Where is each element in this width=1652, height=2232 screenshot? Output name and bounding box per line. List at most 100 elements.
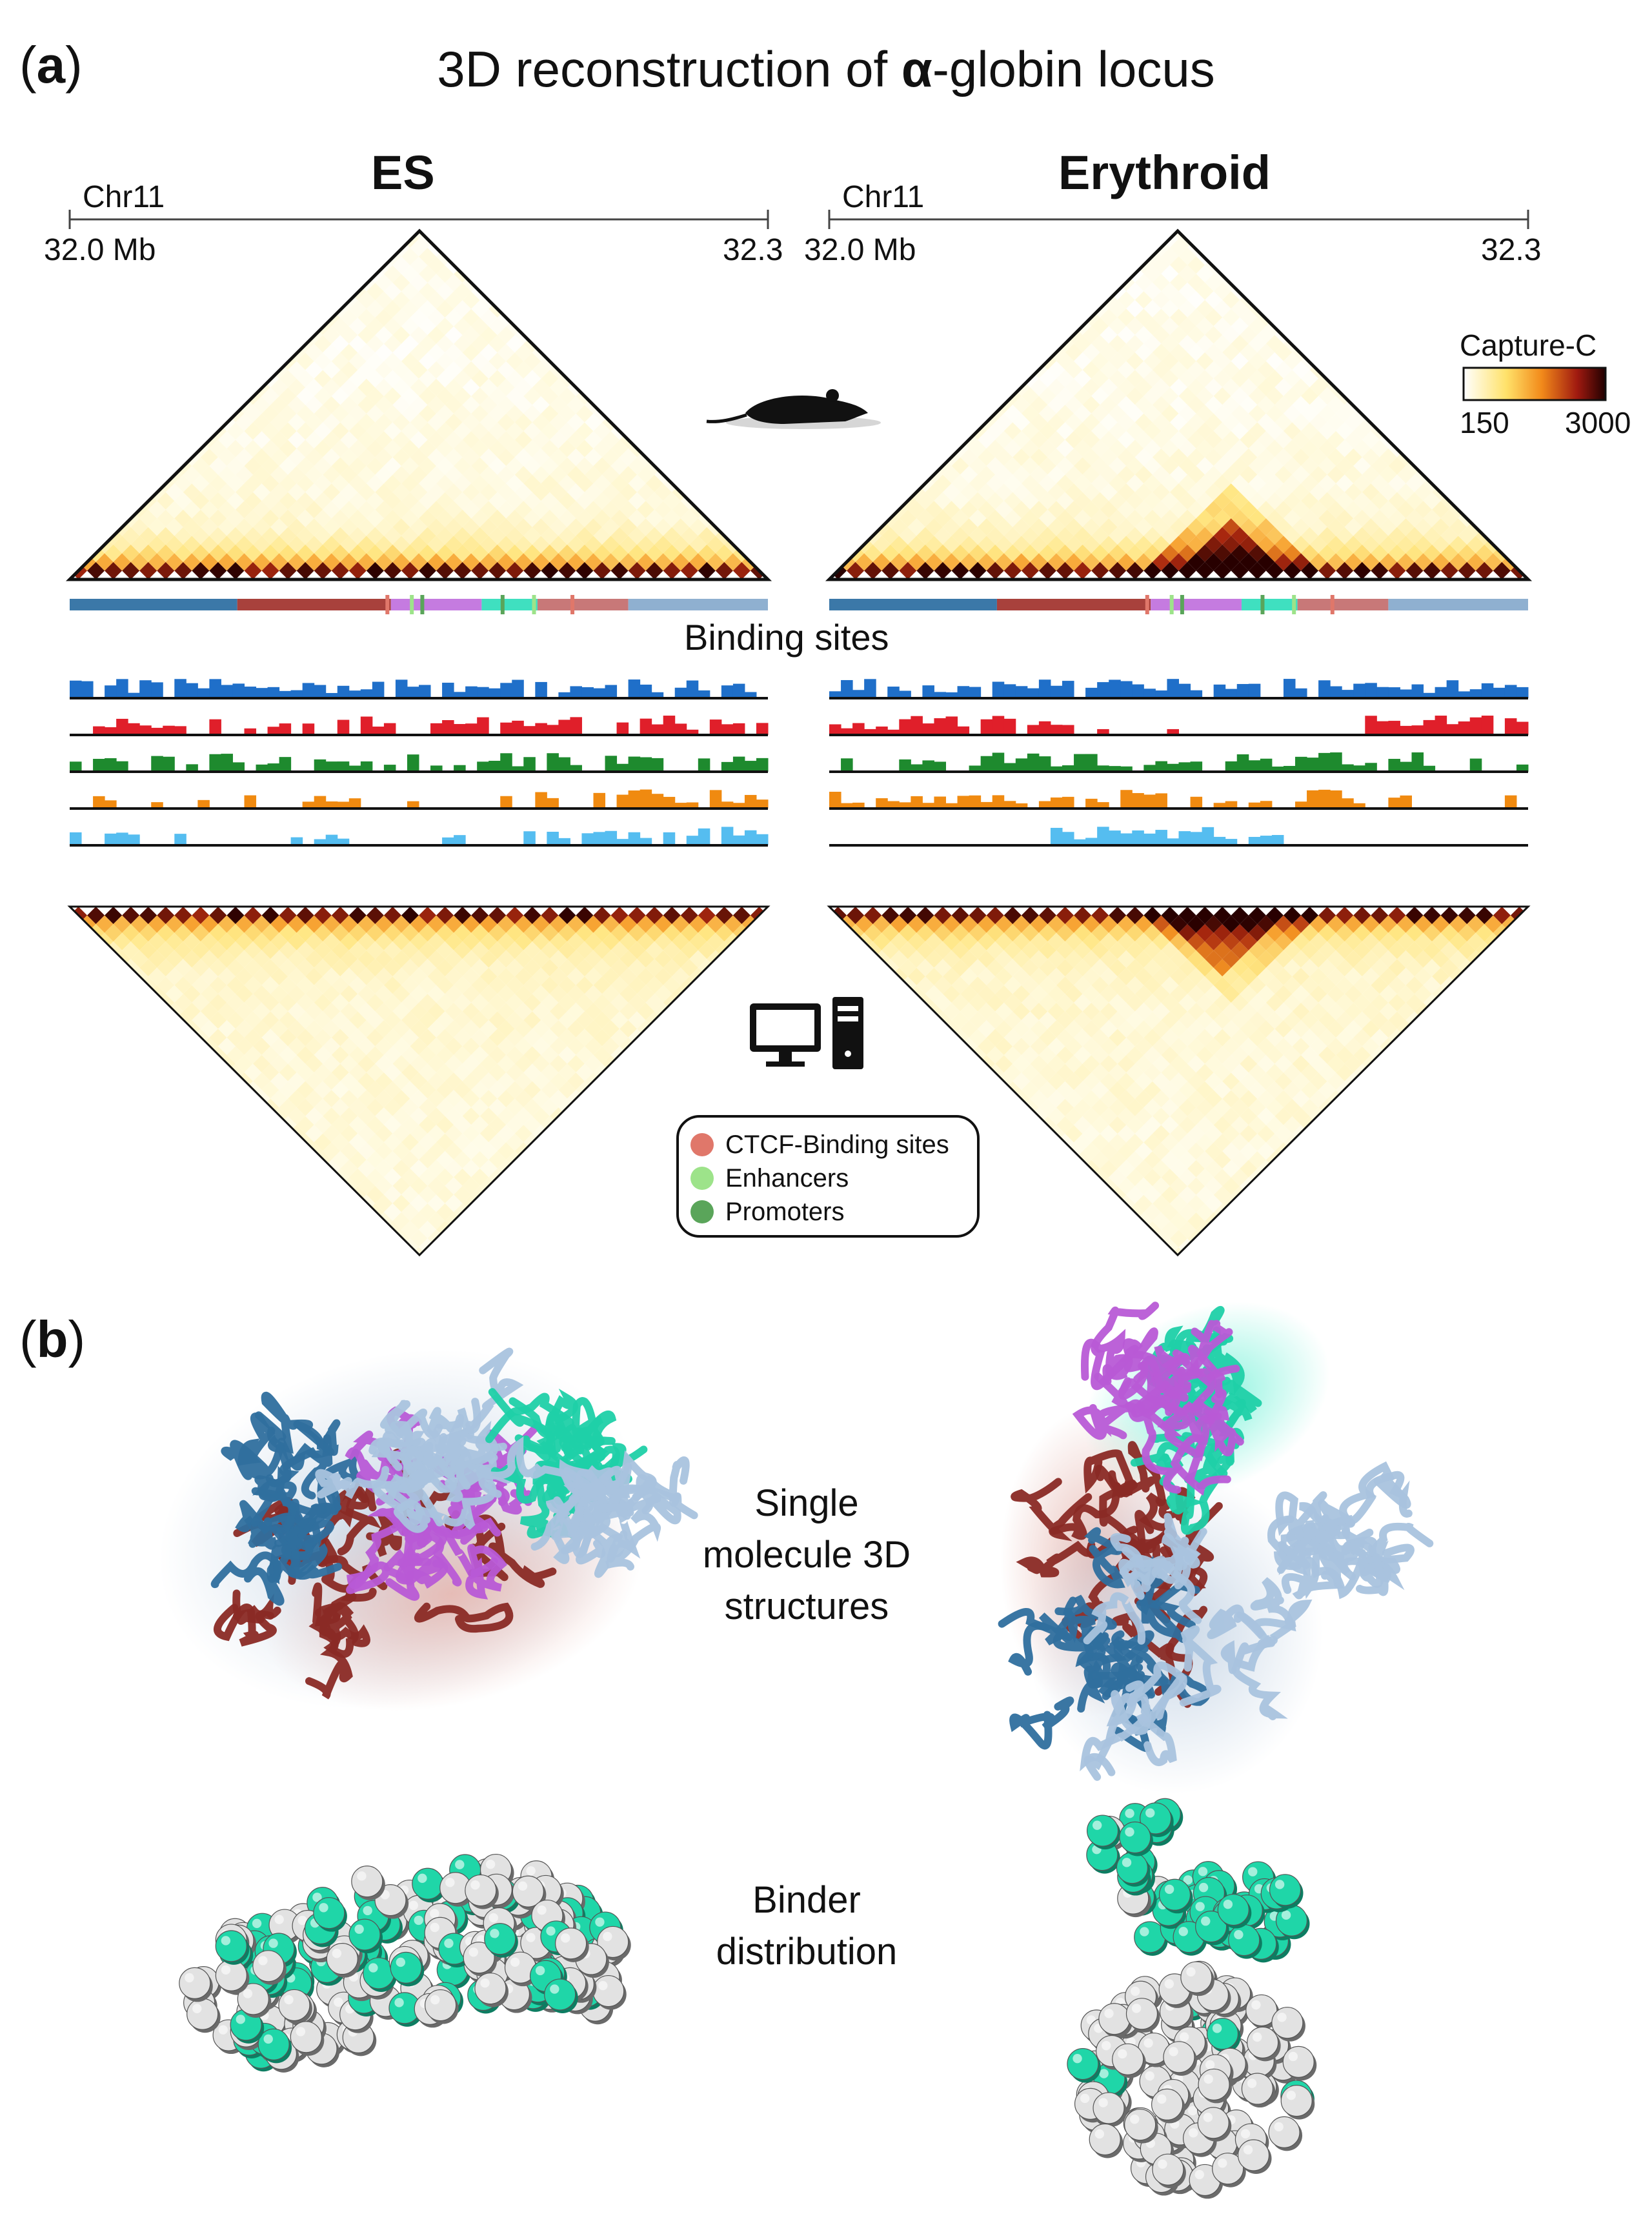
heatmap-cell bbox=[1117, 343, 1135, 361]
domain-segment bbox=[829, 599, 997, 610]
heatmap-cell bbox=[1134, 501, 1153, 519]
binding-bar bbox=[628, 832, 641, 845]
heatmap-cell bbox=[227, 474, 245, 492]
site-marker bbox=[385, 595, 390, 614]
heatmap-cell bbox=[872, 536, 891, 554]
heatmap-cell bbox=[192, 474, 210, 492]
heatmap-cell bbox=[1178, 457, 1196, 475]
heatmap-cell bbox=[296, 561, 314, 579]
sphere-highlight bbox=[1099, 2069, 1109, 2078]
binding-bar bbox=[1236, 754, 1249, 772]
sphere-highlight bbox=[1234, 1929, 1244, 1940]
heatmap-cell bbox=[951, 527, 969, 545]
feature-legend: CTCF-Binding sites Enhancers Promoters bbox=[676, 1115, 980, 1238]
heatmap-cell bbox=[567, 501, 585, 519]
domain-segment bbox=[537, 599, 629, 610]
heatmap-cell bbox=[899, 544, 917, 562]
heatmap-cell bbox=[479, 431, 498, 449]
domain-segment bbox=[390, 599, 482, 610]
heatmap-cell bbox=[348, 387, 367, 405]
heatmap-cell bbox=[1213, 317, 1231, 335]
heatmap-cell bbox=[270, 466, 288, 484]
binding-bar bbox=[512, 679, 524, 698]
sphere-highlight bbox=[1281, 1910, 1291, 1920]
heatmap-cell bbox=[1309, 413, 1327, 431]
heatmap-cell bbox=[986, 544, 1004, 562]
binding-bar bbox=[992, 752, 1005, 772]
binding-bar bbox=[709, 719, 722, 735]
heatmap-cell bbox=[288, 501, 306, 519]
binding-bar bbox=[922, 685, 934, 698]
sphere-highlight bbox=[319, 1903, 328, 1913]
heatmap-cell bbox=[1213, 561, 1231, 579]
heatmap-cell bbox=[200, 448, 218, 467]
binding-bar bbox=[992, 795, 1005, 809]
heatmap-cell bbox=[1248, 439, 1266, 457]
heatmap-cell bbox=[707, 553, 725, 571]
heatmap-cell bbox=[462, 536, 480, 554]
heatmap-cell bbox=[1240, 396, 1258, 414]
heatmap-cell bbox=[637, 483, 655, 501]
heatmap-cell bbox=[680, 527, 698, 545]
heatmap-cell bbox=[1038, 527, 1056, 545]
sphere-highlight bbox=[334, 1997, 343, 2007]
binding-bar bbox=[1085, 798, 1098, 809]
heatmap-cell bbox=[881, 561, 900, 579]
heatmap-cell bbox=[314, 544, 332, 562]
heatmap-cell bbox=[1240, 483, 1258, 501]
heatmap-cell bbox=[1082, 396, 1100, 414]
heatmap-cell bbox=[593, 439, 611, 457]
heatmap-cell bbox=[314, 405, 332, 423]
sphere-highlight bbox=[363, 1905, 372, 1916]
heatmap-cell bbox=[288, 536, 306, 554]
heatmap-cell bbox=[1126, 387, 1144, 405]
binding-bar bbox=[957, 686, 970, 698]
binding-bar bbox=[1295, 756, 1307, 772]
binding-bar bbox=[756, 723, 769, 735]
heatmap-cell bbox=[270, 431, 288, 449]
heatmap-cell bbox=[1178, 405, 1196, 423]
sphere-highlight bbox=[1073, 2053, 1082, 2064]
heatmap-cell bbox=[847, 561, 865, 579]
heatmap-cell bbox=[1169, 291, 1188, 309]
heatmap-cell bbox=[1056, 561, 1074, 579]
heatmap-cell bbox=[890, 553, 908, 571]
binder-sphere bbox=[252, 1950, 285, 1982]
heatmap-cell bbox=[401, 561, 419, 579]
binding-bar bbox=[957, 796, 970, 809]
heatmap-cell bbox=[392, 256, 410, 274]
heatmap-cell bbox=[978, 430, 996, 448]
heatmap-cell bbox=[183, 553, 201, 571]
heatmap-cell bbox=[270, 396, 288, 414]
binding-bar bbox=[1423, 719, 1436, 735]
heatmap-cell bbox=[1169, 518, 1188, 536]
heatmap-cell bbox=[331, 474, 349, 492]
domain-bar-erythroid bbox=[829, 595, 1528, 614]
colorbar-title: Capture-C bbox=[1460, 328, 1597, 362]
heatmap-cell bbox=[174, 527, 192, 545]
heatmap-cell bbox=[1109, 317, 1127, 335]
heatmap-cell bbox=[331, 387, 349, 405]
heatmap-cell bbox=[183, 483, 201, 501]
binding-bar bbox=[489, 761, 501, 772]
binding-bar bbox=[1248, 683, 1261, 698]
heatmap-cell bbox=[1152, 553, 1170, 571]
sphere-highlight bbox=[1288, 2051, 1298, 2062]
heatmap-cell bbox=[672, 553, 690, 571]
heatmap-cell bbox=[654, 501, 672, 519]
heatmap-cell bbox=[227, 544, 245, 562]
heatmap-cell bbox=[1021, 387, 1039, 405]
heatmap-cell bbox=[427, 256, 445, 274]
heatmap-cell bbox=[1257, 536, 1275, 554]
heatmap-cell bbox=[934, 561, 952, 579]
sphere-highlight bbox=[1080, 2093, 1090, 2104]
heatmap-cell bbox=[1038, 492, 1056, 510]
heatmap-cell bbox=[436, 335, 454, 353]
heatmap-cell bbox=[1091, 561, 1109, 579]
heatmap-cell bbox=[462, 448, 480, 467]
heatmap-cell bbox=[995, 553, 1013, 571]
binding-bar bbox=[570, 717, 582, 735]
binding-bar bbox=[1178, 831, 1191, 845]
binding-bar bbox=[1400, 795, 1412, 809]
binding-bar bbox=[1481, 716, 1494, 735]
